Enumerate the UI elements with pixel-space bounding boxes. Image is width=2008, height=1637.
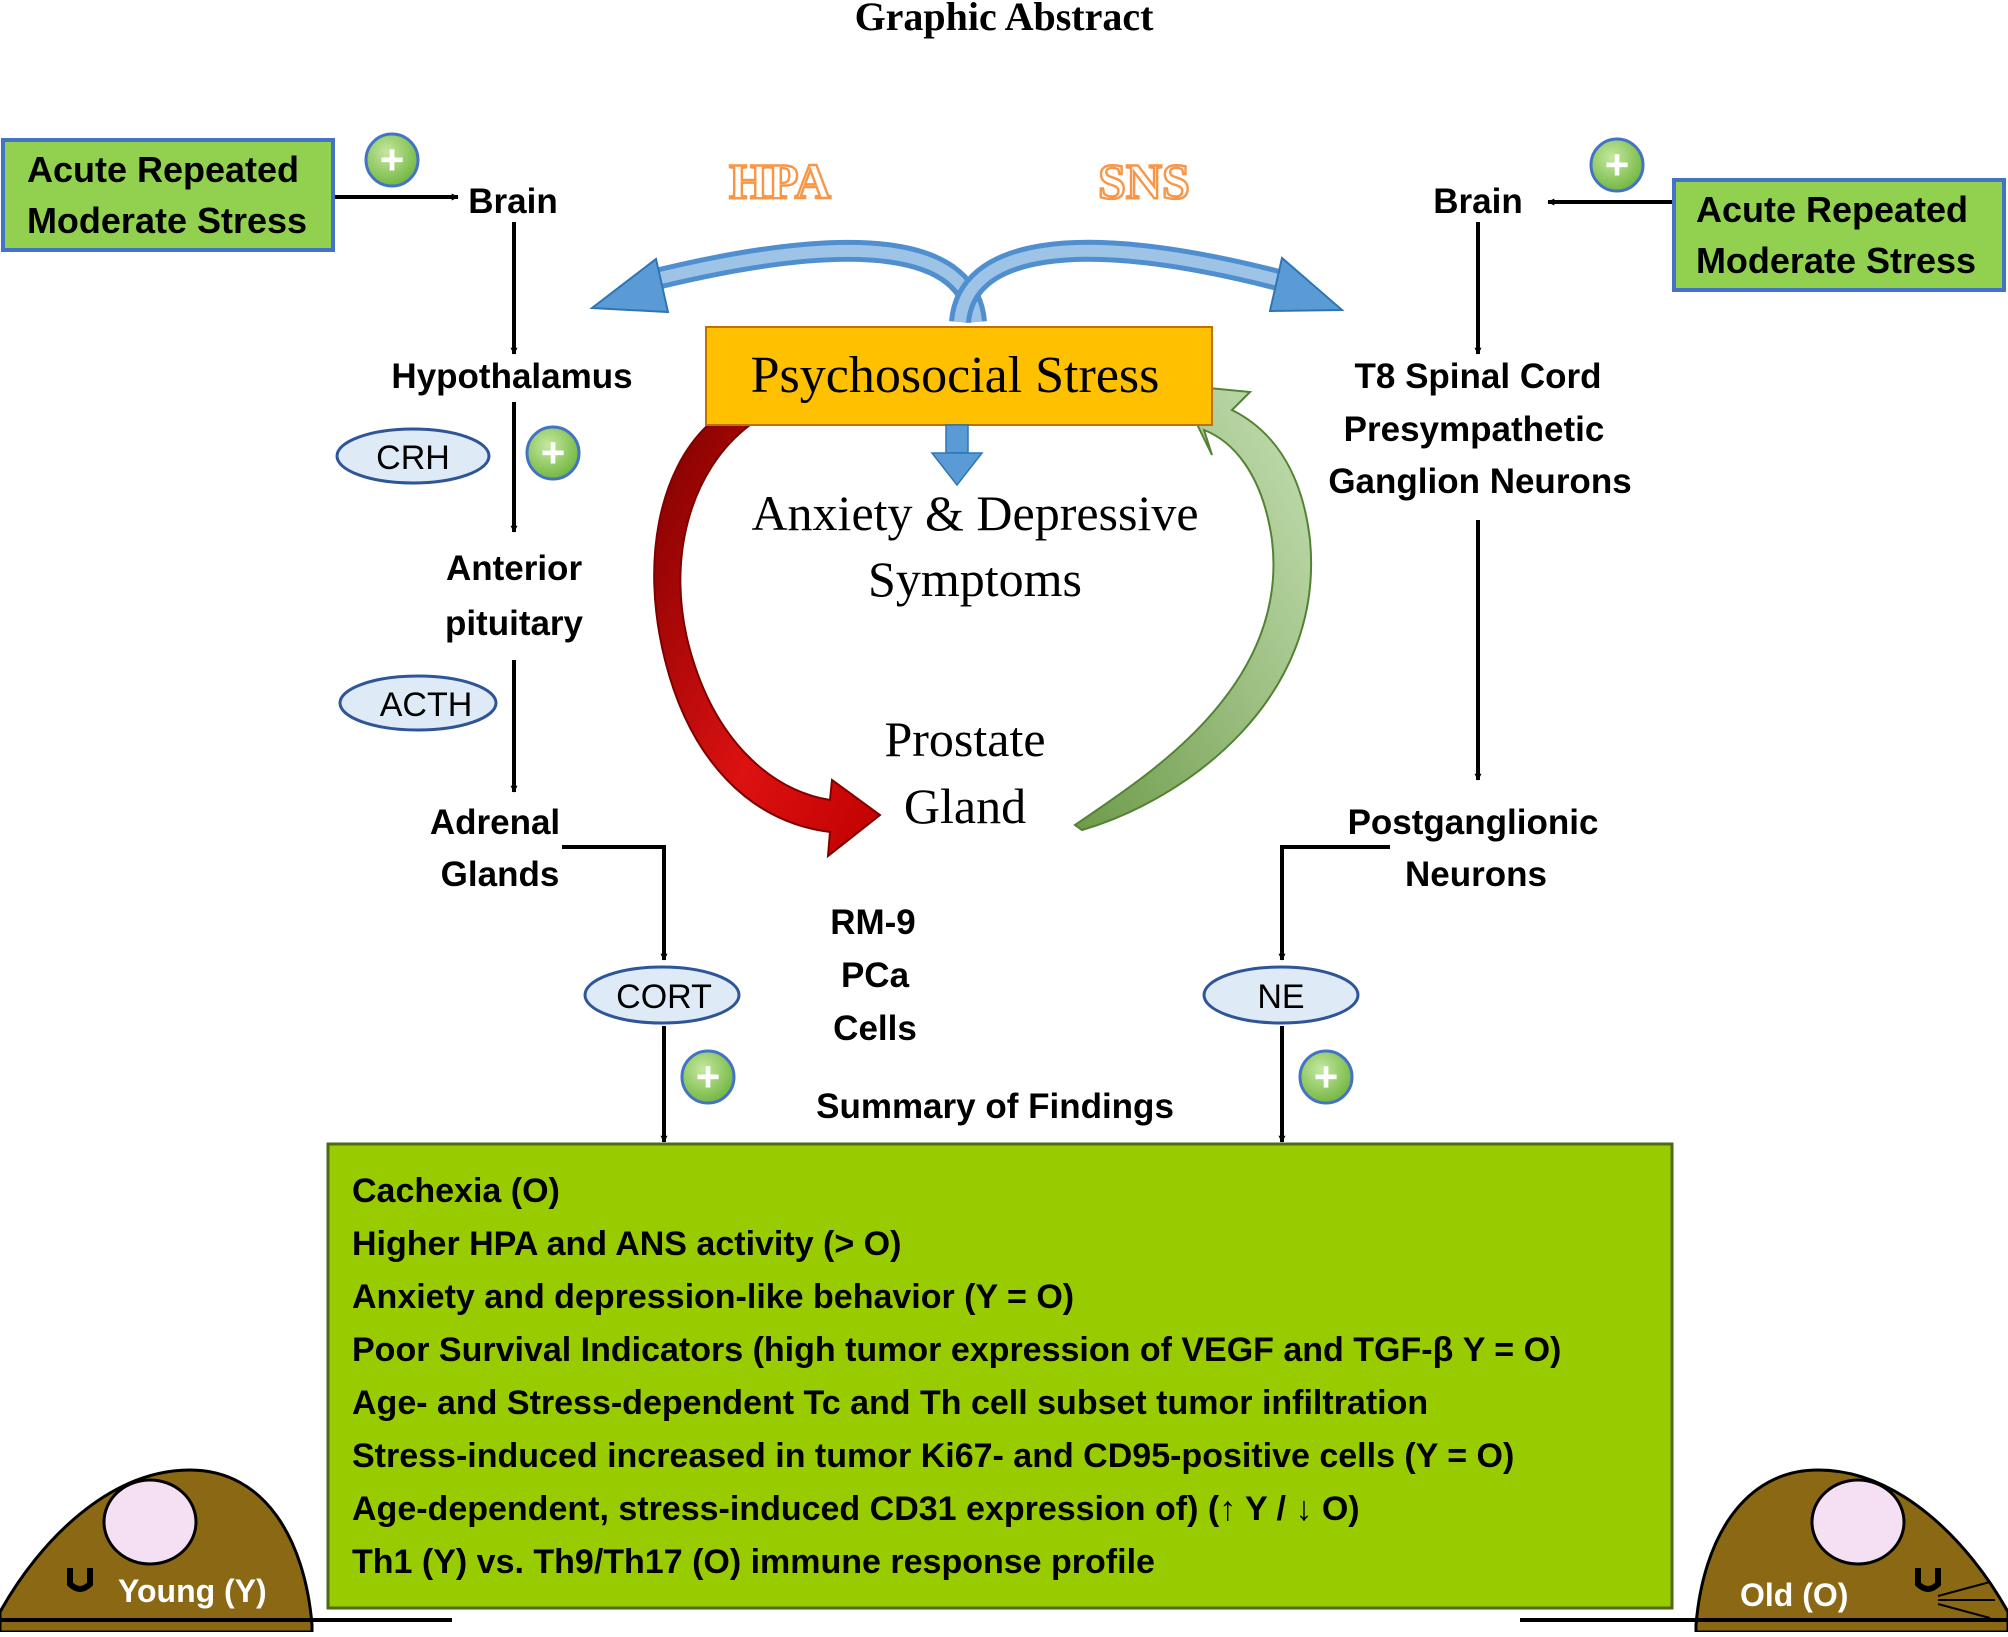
- left-stressor-line1: Acute Repeated: [27, 149, 299, 190]
- diagram-title: Graphic Abstract: [855, 0, 1155, 39]
- t8-line1: T8 Spinal Cord: [1355, 357, 1602, 396]
- ear-icon: [102, 1478, 198, 1566]
- ear-icon: [1810, 1478, 1906, 1566]
- postganglionic-line2: Neurons: [1405, 855, 1547, 894]
- mouse-young-label: Young (Y): [118, 1573, 267, 1609]
- finding-item: Poor Survival Indicators (high tumor exp…: [352, 1331, 1561, 1369]
- t8-line3: Ganglion Neurons: [1328, 462, 1631, 501]
- hpa-label: HPA: [729, 153, 831, 209]
- summary-box: [326, 1142, 1674, 1610]
- findings-list: Cachexia (O) Higher HPA and ANS activity …: [352, 1172, 1561, 1581]
- right-brain: Brain: [1433, 182, 1522, 221]
- anterior-pituitary-line1: Anterior: [446, 549, 583, 588]
- svg-text:+: +: [1314, 1053, 1339, 1100]
- acth-badge: ACTH: [338, 674, 498, 732]
- plus-icon: +: [525, 425, 581, 481]
- psychosocial-stress-label: Psychosocial Stress: [751, 347, 1160, 404]
- plus-icon: +: [680, 1049, 736, 1105]
- finding-item: Age-dependent, stress-induced CD31 expre…: [352, 1490, 1360, 1528]
- plus-icon: +: [1298, 1049, 1354, 1105]
- crh-label: CRH: [376, 439, 450, 477]
- adrenal-glands-line2: Glands: [441, 855, 560, 894]
- hypothalamus: Hypothalamus: [391, 357, 632, 396]
- finding-item: Stress-induced increased in tumor Ki67- …: [352, 1437, 1514, 1475]
- whiskers-icon: [1937, 1581, 1995, 1619]
- left-stressor-line2: Moderate Stress: [27, 200, 307, 241]
- ne-badge: NE: [1202, 965, 1360, 1025]
- eye-icon: [1915, 1568, 1941, 1592]
- finding-item: Cachexia (O): [352, 1172, 560, 1210]
- cort-badge: CORT: [583, 965, 741, 1025]
- plus-icon: +: [1589, 137, 1645, 193]
- postganglionic-to-ne-arrow: [1278, 845, 1390, 961]
- eye-icon: [67, 1568, 93, 1592]
- symptoms-line2: Symptoms: [868, 551, 1082, 607]
- prostate-line2: Gland: [904, 778, 1026, 834]
- ne-label: NE: [1257, 978, 1304, 1016]
- stress-to-symptoms-arrow: [930, 424, 984, 487]
- left-stressor-box: [1, 138, 335, 252]
- cells-line3: Cells: [833, 1009, 917, 1048]
- mouse-old-label: Old (O): [1740, 1577, 1848, 1613]
- acth-label: ACTH: [380, 686, 473, 724]
- left-brain: Brain: [468, 182, 557, 221]
- right-stressor-line2: Moderate Stress: [1696, 240, 1976, 281]
- plus-icon: +: [364, 132, 420, 188]
- summary-title: Summary of Findings: [816, 1087, 1174, 1126]
- svg-text:+: +: [1605, 141, 1630, 188]
- old-mouse: Old (O): [1520, 1468, 2008, 1634]
- svg-text:+: +: [696, 1053, 721, 1100]
- svg-text:+: +: [541, 429, 566, 476]
- sns-label: SNS: [1098, 153, 1190, 209]
- stress-to-prostate-arrow: [653, 424, 882, 859]
- right-stressor-box: [1672, 178, 2006, 292]
- cells-line1: RM-9: [830, 903, 916, 942]
- finding-item: Th1 (Y) vs. Th9/Th17 (O) immune response…: [352, 1543, 1155, 1581]
- prostate-line1: Prostate: [884, 711, 1045, 767]
- finding-item: Age- and Stress-dependent Tc and Th cell…: [352, 1384, 1428, 1422]
- prostate-to-stress-arrow: [1073, 383, 1313, 832]
- crh-badge: CRH: [335, 427, 491, 485]
- hpa-curved-arrow: [589, 239, 987, 324]
- postganglionic-line1: Postganglionic: [1348, 803, 1599, 842]
- adrenal-glands-line1: Adrenal: [430, 803, 560, 842]
- anterior-pituitary-line2: pituitary: [445, 604, 584, 643]
- symptoms-line1: Anxiety & Depressive: [751, 485, 1198, 541]
- cells-line2: PCa: [841, 956, 910, 995]
- finding-item: Anxiety and depression-like behavior (Y …: [352, 1278, 1074, 1316]
- finding-item: Higher HPA and ANS activity (> O): [352, 1225, 901, 1263]
- t8-line2: Presympathetic: [1344, 410, 1605, 449]
- adrenal-to-cort-arrow: [562, 845, 668, 961]
- svg-text:+: +: [380, 136, 405, 183]
- young-mouse: Young (Y): [0, 1468, 452, 1634]
- sns-curved-arrow: [949, 239, 1345, 324]
- right-stressor-line1: Acute Repeated: [1696, 189, 1968, 230]
- cort-label: CORT: [616, 978, 712, 1016]
